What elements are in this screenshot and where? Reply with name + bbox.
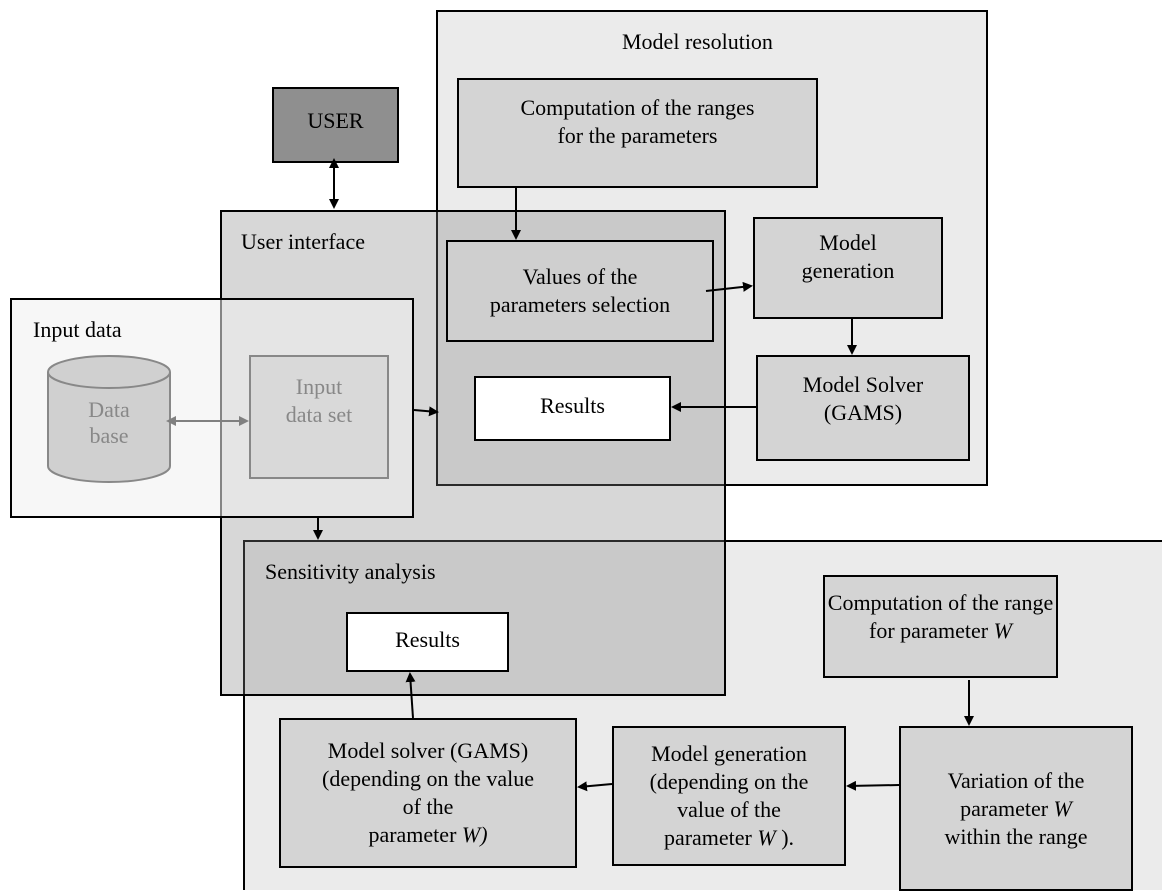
database-cylinder-icon	[47, 355, 171, 483]
dataset-line-1: Input	[295, 374, 343, 399]
sensitivity-solver-box: Model solver (GAMS) (depending on the va…	[279, 718, 577, 868]
values-selection-box: Values of the parameters selection	[446, 240, 714, 342]
database-line-2: base	[89, 423, 129, 448]
values-line-2: parameters selection	[489, 292, 671, 317]
solver-line-2: (GAMS)	[823, 400, 903, 425]
variation-line-3: within the range	[944, 823, 1088, 849]
sens-solver-line-3: of the	[402, 794, 454, 819]
values-line-1: Values of the	[522, 264, 638, 289]
dataset-line-2: data set	[285, 402, 353, 427]
solver-line-1: Model Solver	[802, 372, 924, 397]
input-dataset-box: Input data set	[249, 355, 389, 479]
ranges-line-2: for the parameters	[557, 123, 718, 148]
sens-gen-line-2: (depending on the	[649, 769, 809, 794]
range-line-2: for parameter W	[869, 618, 1012, 643]
input-data-title: Input data	[33, 317, 122, 342]
database-line-1: Data	[88, 397, 130, 422]
ranges-line-1: Computation of the ranges	[520, 95, 755, 120]
sens-gen-line-3: value of the	[677, 797, 781, 822]
model-generation-box: Model generation	[753, 217, 943, 319]
generation-line-1: Model	[819, 230, 877, 255]
variation-line-2: parameter W	[960, 795, 1072, 821]
ranges-computation-box: Computation of the ranges for the parame…	[457, 78, 818, 188]
sensitivity-analysis-title: Sensitivity analysis	[265, 559, 436, 584]
model-solver-box: Model Solver (GAMS)	[756, 355, 970, 461]
user-box: USER	[272, 87, 399, 163]
database-label: Data base	[46, 397, 172, 449]
generation-line-2: generation	[801, 258, 895, 283]
sens-gen-line-4: parameter W ).	[663, 825, 795, 850]
results-box-sensitivity: Results	[346, 612, 509, 672]
sens-gen-line-1: Model generation	[651, 741, 807, 766]
range-computation-box: Computation of the range for parameter W	[823, 575, 1058, 678]
variation-box: Variation of the parameter W within the …	[899, 726, 1133, 891]
sens-solver-line-1: Model solver (GAMS)	[327, 738, 529, 763]
sensitivity-generation-box: Model generation (depending on the value…	[612, 726, 846, 866]
results-box-resolution: Results	[474, 376, 671, 441]
results-label-resolution: Results	[540, 393, 605, 418]
range-line-1: Computation of the range	[827, 590, 1054, 615]
user-label: USER	[307, 108, 364, 133]
model-resolution-title: Model resolution	[622, 29, 773, 54]
sens-solver-line-4: parameter W)	[368, 822, 488, 847]
sens-solver-line-2: (depending on the value	[322, 766, 534, 791]
variation-line-1: Variation of the	[947, 767, 1085, 793]
user-interface-title: User interface	[241, 229, 365, 254]
results-label-sensitivity: Results	[395, 627, 460, 652]
